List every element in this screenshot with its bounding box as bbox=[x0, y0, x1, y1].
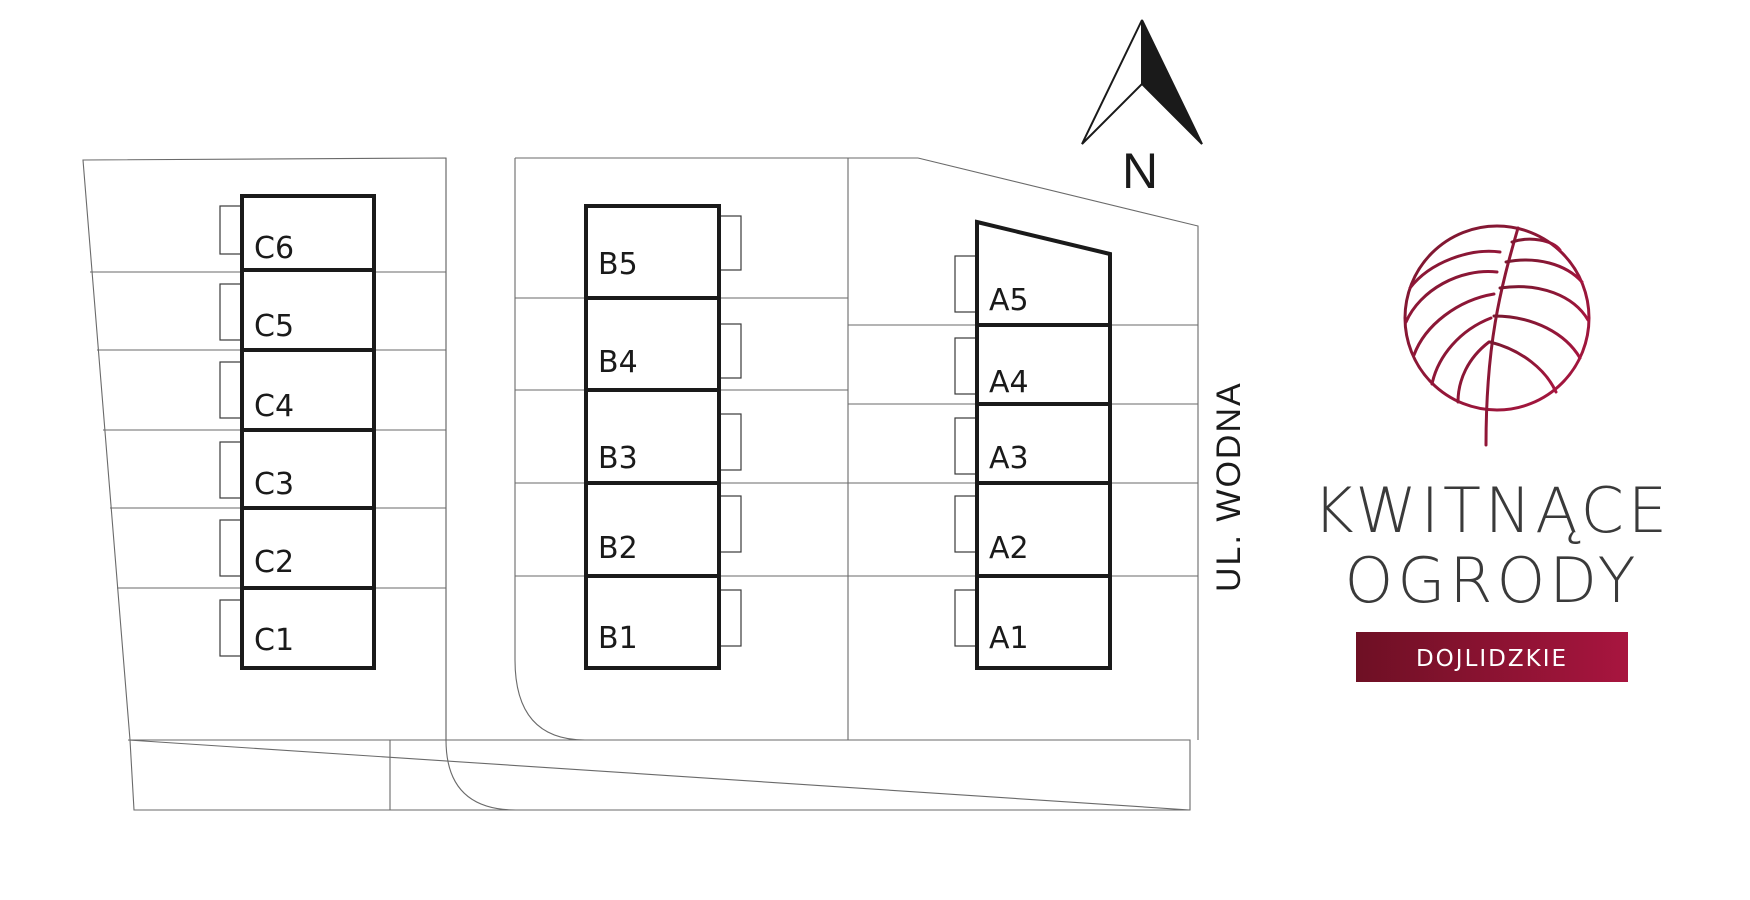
brand-name-line1: KWITNĄCE bbox=[1313, 474, 1671, 547]
unit-c2[interactable]: C2 bbox=[219, 506, 376, 590]
unit-c3[interactable]: C3 bbox=[219, 428, 376, 510]
unit-column-a: A5 A4 A3 A2 A1 bbox=[954, 219, 1112, 670]
unit-column-b: B5 B4 B3 B2 B1 bbox=[584, 204, 742, 670]
unit-b3[interactable]: B3 bbox=[584, 388, 742, 485]
unit-column-c: C6 C5 C4 C3 C2 C1 bbox=[219, 194, 376, 670]
brand-badge: DOJLIDZKIE bbox=[1356, 632, 1628, 682]
unit-a2[interactable]: A2 bbox=[954, 481, 1112, 578]
unit-a5[interactable]: A5 bbox=[954, 219, 1112, 327]
unit-c1[interactable]: C1 bbox=[219, 586, 376, 670]
unit-a1[interactable]: A1 bbox=[954, 574, 1112, 670]
brand-logo: KWITNĄCE OGRODY DOJLIDZKIE bbox=[1313, 224, 1671, 682]
unit-b1[interactable]: B1 bbox=[584, 574, 742, 670]
unit-a3[interactable]: A3 bbox=[954, 402, 1112, 485]
unit-a4[interactable]: A4 bbox=[954, 323, 1112, 406]
unit-c5[interactable]: C5 bbox=[219, 268, 376, 352]
unit-b5[interactable]: B5 bbox=[584, 204, 742, 300]
north-label: N bbox=[1122, 143, 1158, 199]
unit-c6[interactable]: C6 bbox=[219, 194, 376, 272]
leaf-in-circle-icon bbox=[1403, 224, 1591, 447]
brand-badge-label: DOJLIDZKIE bbox=[1416, 646, 1568, 672]
unit-b2[interactable]: B2 bbox=[584, 481, 742, 578]
north-arrow-icon: N bbox=[1081, 19, 1203, 199]
street-label: UL. WODNA bbox=[1210, 381, 1248, 592]
brand-name-line2: OGRODY bbox=[1345, 544, 1640, 617]
unit-b4[interactable]: B4 bbox=[584, 296, 742, 392]
unit-c4[interactable]: C4 bbox=[219, 348, 376, 432]
